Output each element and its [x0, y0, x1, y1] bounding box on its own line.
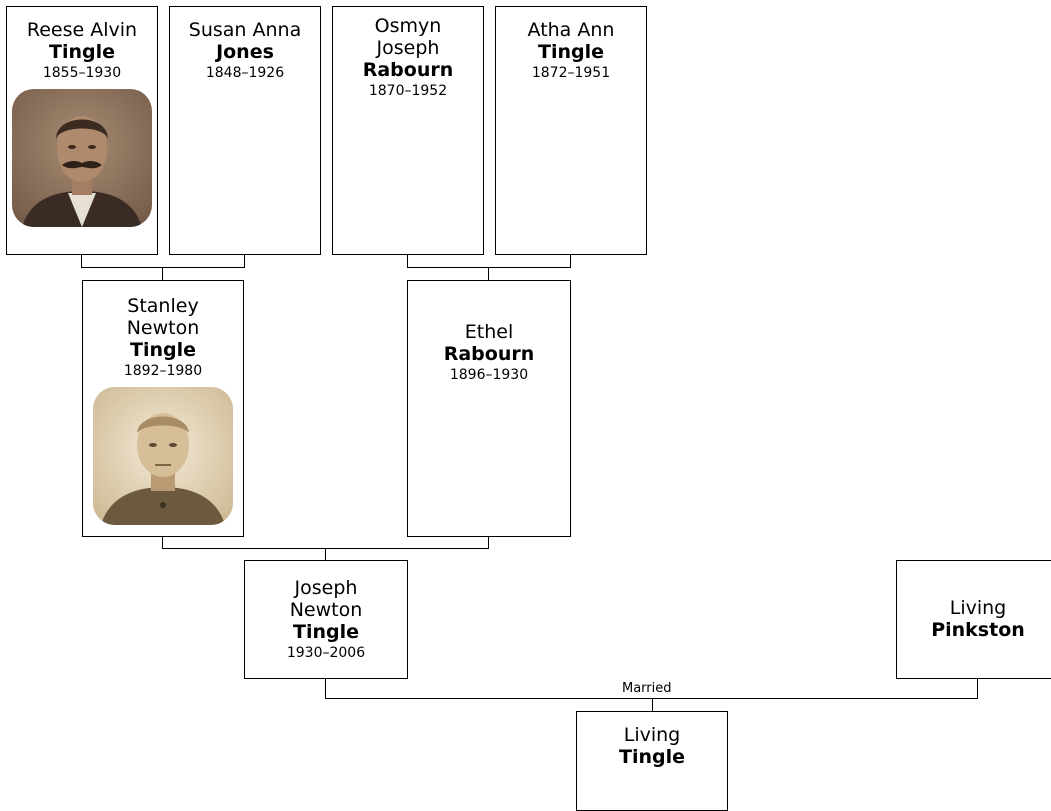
portrait-photo — [93, 387, 233, 525]
connector-line — [162, 537, 163, 548]
connector-line — [570, 255, 571, 267]
surname: Tingle — [619, 746, 685, 768]
connector-line — [407, 267, 571, 268]
person-card-ethel-rabourn[interactable]: Ethel Rabourn 1896–1930 — [407, 280, 571, 537]
surname: Tingle — [538, 41, 604, 63]
surname: Tingle — [293, 620, 359, 643]
connector-line — [977, 679, 978, 698]
person-card-osmyn-joseph-rabourn[interactable]: Osmyn Joseph Rabourn 1870–1952 — [332, 6, 484, 255]
life-years: 1855–1930 — [42, 65, 122, 81]
person-card-atha-ann-tingle[interactable]: Atha Ann Tingle 1872–1951 — [495, 6, 647, 255]
connector-line — [325, 679, 326, 698]
given-name: Atha Ann — [527, 19, 615, 41]
life-years: 1896–1930 — [449, 367, 529, 383]
portrait-photo — [12, 89, 152, 227]
life-years: 1872–1951 — [531, 65, 611, 81]
given-name-2: Newton — [289, 598, 363, 621]
person-card-stanley-newton-tingle[interactable]: Stanley Newton Tingle 1892–1980 — [82, 280, 244, 537]
life-years: 1848–1926 — [205, 65, 285, 81]
married-label: Married — [620, 681, 674, 696]
connector-line — [488, 267, 489, 280]
given-name: Susan Anna — [188, 19, 302, 41]
given-name: Living — [949, 597, 1007, 619]
surname: Tingle — [130, 339, 196, 361]
life-years: 1930–2006 — [286, 644, 366, 661]
connector-line — [652, 698, 653, 711]
surname: Tingle — [49, 41, 115, 63]
life-years: 1892–1980 — [123, 363, 203, 379]
surname: Rabourn — [362, 59, 454, 81]
connector-line — [81, 255, 82, 267]
person-card-reese-alvin-tingle[interactable]: Reese Alvin Tingle 1855–1930 — [6, 6, 158, 255]
given-name: Reese Alvin — [26, 19, 138, 41]
surname: Rabourn — [443, 343, 535, 365]
person-card-living-pinkston[interactable]: Living Pinkston — [896, 560, 1051, 679]
connector-line — [81, 267, 245, 268]
person-card-living-tingle[interactable]: Living Tingle — [576, 711, 728, 811]
person-card-susan-anna-jones[interactable]: Susan Anna Jones 1848–1926 — [169, 6, 321, 255]
life-years: 1870–1952 — [368, 83, 448, 99]
given-name: Stanley — [127, 295, 199, 317]
given-name-2: Newton — [126, 317, 200, 339]
connector-line — [244, 255, 245, 267]
surname: Jones — [216, 41, 274, 63]
given-name: Joseph — [294, 576, 358, 599]
given-name-2: Joseph — [376, 37, 440, 59]
surname: Pinkston — [931, 619, 1025, 641]
connector-line — [488, 537, 489, 548]
given-name: Living — [623, 724, 681, 746]
given-name: Osmyn — [374, 15, 442, 37]
marriage-line — [325, 698, 978, 699]
connector-line — [407, 255, 408, 267]
given-name: Ethel — [464, 321, 514, 343]
person-card-joseph-newton-tingle[interactable]: Joseph Newton Tingle 1930–2006 — [244, 560, 408, 679]
connector-line — [325, 548, 326, 560]
connector-line — [162, 267, 163, 280]
